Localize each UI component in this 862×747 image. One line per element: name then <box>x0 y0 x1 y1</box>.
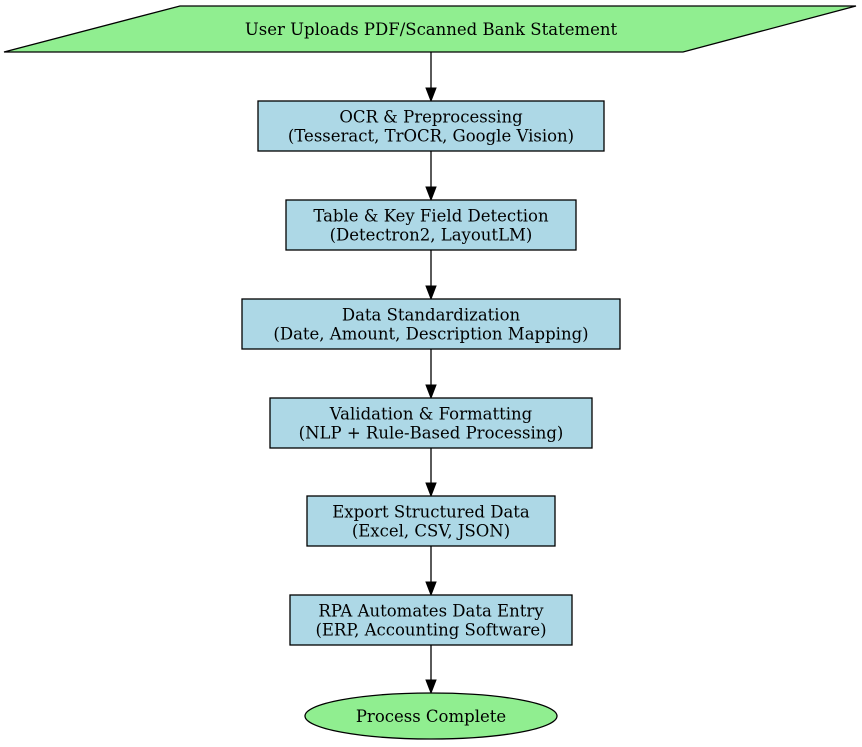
edge-rpa-to-complete <box>425 645 437 695</box>
node-subtitle: (Excel, CSV, JSON) <box>352 522 510 541</box>
node-title: Export Structured Data <box>332 503 530 522</box>
edge-ocr-to-detection <box>425 151 437 202</box>
node-detection: Table & Key Field Detection(Detectron2, … <box>285 199 577 251</box>
arrowhead <box>425 384 437 400</box>
rectangle-shape <box>241 298 621 350</box>
ellipse-shape <box>304 692 558 740</box>
rectangle-shape <box>257 100 605 152</box>
edge-standardization-to-validation <box>425 349 437 400</box>
node-title: Table & Key Field Detection <box>313 207 549 226</box>
parallelogram-shape <box>3 5 857 53</box>
node-subtitle: (Tesseract, TrOCR, Google Vision) <box>288 127 574 146</box>
node-subtitle: (Date, Amount, Description Mapping) <box>273 325 588 344</box>
arrowhead <box>425 285 437 301</box>
rectangle-shape <box>306 495 556 547</box>
edge-export-to-rpa <box>425 546 437 597</box>
node-title: OCR & Preprocessing <box>339 108 523 127</box>
node-subtitle: (NLP + Rule-Based Processing) <box>299 424 564 443</box>
rectangle-shape <box>269 397 593 449</box>
edge-upload-to-ocr <box>425 52 437 103</box>
node-title: Process Complete <box>356 707 506 726</box>
edge-validation-to-export <box>425 448 437 498</box>
node-subtitle: (ERP, Accounting Software) <box>315 621 546 640</box>
rectangle-shape <box>285 199 577 251</box>
node-upload: User Uploads PDF/Scanned Bank Statement <box>3 5 857 53</box>
edge-detection-to-standardization <box>425 250 437 301</box>
node-title: RPA Automates Data Entry <box>318 602 544 621</box>
nodes-layer: User Uploads PDF/Scanned Bank StatementO… <box>3 5 857 740</box>
arrowhead <box>425 186 437 202</box>
node-ocr: OCR & Preprocessing(Tesseract, TrOCR, Go… <box>257 100 605 152</box>
arrowhead <box>425 482 437 498</box>
rectangle-shape <box>289 594 573 646</box>
node-complete: Process Complete <box>304 692 558 740</box>
node-title: Validation & Formatting <box>329 405 533 424</box>
arrowhead <box>425 679 437 695</box>
node-rpa: RPA Automates Data Entry(ERP, Accounting… <box>289 594 573 646</box>
node-validation: Validation & Formatting(NLP + Rule-Based… <box>269 397 593 449</box>
node-title: Data Standardization <box>342 306 521 325</box>
node-export: Export Structured Data(Excel, CSV, JSON) <box>306 495 556 547</box>
arrowhead <box>425 581 437 597</box>
arrowhead <box>425 87 437 103</box>
edges-layer <box>425 52 437 695</box>
node-subtitle: (Detectron2, LayoutLM) <box>330 226 533 245</box>
node-title: User Uploads PDF/Scanned Bank Statement <box>245 20 618 39</box>
node-standardization: Data Standardization(Date, Amount, Descr… <box>241 298 621 350</box>
